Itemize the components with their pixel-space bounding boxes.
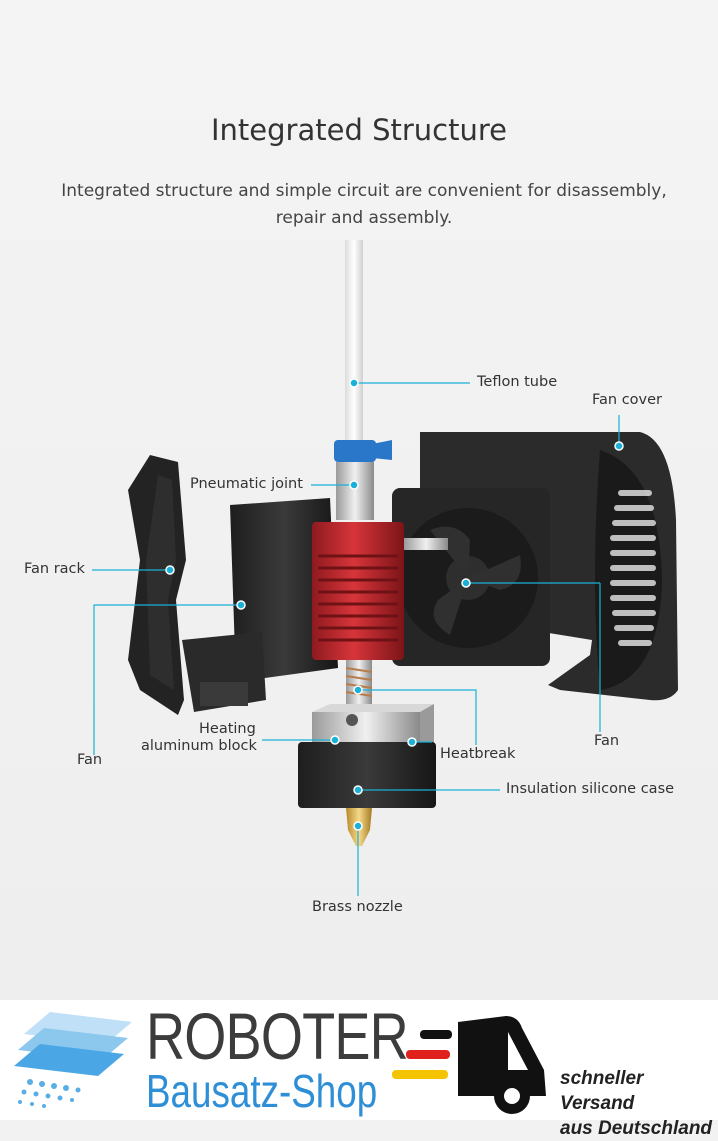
fan-rack-part xyxy=(128,455,186,715)
subtitle-line-2: repair and assembly. xyxy=(275,208,453,228)
label-heating-line-2: aluminum block xyxy=(141,738,257,754)
shipping-line-1: schneller Versand xyxy=(560,1068,644,1114)
label-fan-right: Fan xyxy=(594,733,620,749)
heatbreak-part xyxy=(345,660,373,704)
hotend-exploded-diagram xyxy=(92,240,678,896)
label-fan-cover: Fan cover xyxy=(592,392,663,408)
delivery-truck-icon xyxy=(392,1016,546,1114)
label-fan-rack: Fan rack xyxy=(24,561,85,577)
page-subtitle: Integrated structure and simple circuit … xyxy=(30,178,698,232)
right-fan-part xyxy=(392,488,550,666)
brand-name-top: ROBOTER xyxy=(146,999,409,1073)
pneumatic-joint-part xyxy=(334,440,392,520)
shop-logo-icon xyxy=(14,1012,132,1108)
callout-dots xyxy=(165,378,624,831)
brand-name-bottom: Bausatz-Shop xyxy=(146,1065,378,1117)
teflon-tube-part xyxy=(345,240,363,445)
page-title: Integrated Structure xyxy=(211,113,507,147)
label-heatbreak: Heatbreak xyxy=(440,746,516,762)
label-insulation: Insulation silicone case xyxy=(506,781,675,797)
label-teflon-tube: Teflon tube xyxy=(477,374,558,390)
label-fan-left: Fan xyxy=(77,752,103,768)
label-heating-line-1: Heating xyxy=(199,721,256,737)
callout-lines xyxy=(92,382,620,896)
shop-banner xyxy=(0,1000,718,1120)
shipping-line-2: aus Deutschland xyxy=(560,1118,713,1139)
left-fan-part xyxy=(182,498,338,712)
heatsink-part xyxy=(312,522,448,660)
shipping-text: schneller Versand aus Deutschland xyxy=(560,1066,718,1141)
subtitle-line-1: Integrated structure and simple circuit … xyxy=(61,181,667,201)
label-pneumatic-joint: Pneumatic joint xyxy=(190,476,303,492)
label-brass-nozzle: Brass nozzle xyxy=(312,899,403,915)
silicone-case-part xyxy=(298,742,436,808)
